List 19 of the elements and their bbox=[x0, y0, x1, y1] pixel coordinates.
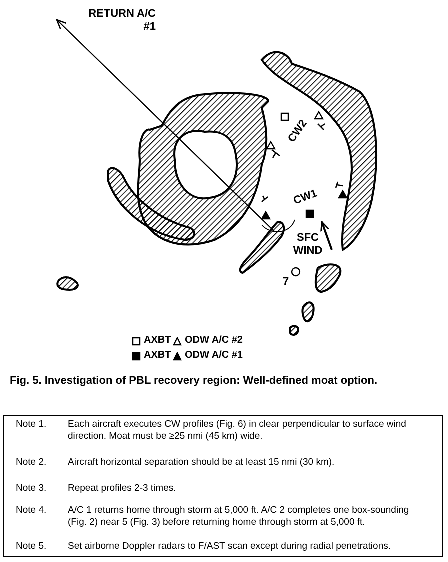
figure-caption: Fig. 5. Investigation of PBL recovery region: Well-defined moat option. bbox=[10, 374, 379, 388]
note-text: Each aircraft executes CW profiles (Fig. 6) in clear perpendicular to surface wind direction. Moat must be ≥25 nmi (45 km) wide. bbox=[68, 419, 408, 443]
legend-label: AXBT bbox=[144, 350, 172, 362]
note-text: A/C 1 returns home through storm at 5,000 ft. A/C 2 completes one box-sounding (Fig. 2) near 5 (Fig. 3) before returning home through storm at 5,000 ft. bbox=[68, 505, 410, 529]
note-number: Note 3. bbox=[16, 483, 47, 495]
note-text: Aircraft horizontal separation should be at least 15 nmi (30 km). bbox=[68, 457, 336, 469]
legend-label: ODW A/C #1 bbox=[185, 350, 243, 362]
note-text: Set airborne Doppler radars to F/AST scan except during radial penetrations. bbox=[68, 541, 392, 553]
note-number: Note 4. bbox=[16, 505, 47, 517]
note-number: Note 1. bbox=[16, 419, 47, 431]
map-label: 7 bbox=[283, 276, 290, 289]
note-text: Repeat profiles 2-3 times. bbox=[68, 483, 178, 495]
map-label: SFC WIND bbox=[292, 232, 324, 258]
note-number: Note 2. bbox=[16, 457, 47, 469]
flight-track-label: RETURN A/C #1 bbox=[88, 8, 156, 34]
legend-label: ODW A/C #2 bbox=[185, 335, 243, 347]
note-number: Note 5. bbox=[16, 541, 47, 553]
legend-label: AXBT bbox=[144, 335, 172, 347]
map-label: CW1 bbox=[292, 188, 320, 208]
